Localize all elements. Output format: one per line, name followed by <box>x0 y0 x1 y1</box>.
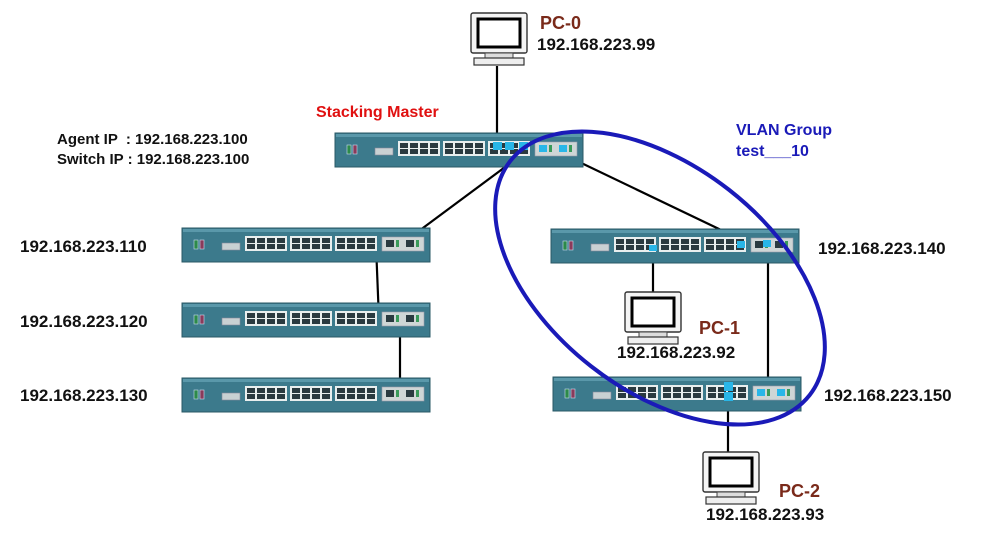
switch-140-ip: 192.168.223.140 <box>818 239 946 258</box>
switch-110[interactable] <box>181 227 431 263</box>
agent-ip-label: Agent IP : 192.168.223.100 <box>57 131 248 148</box>
switch-150[interactable] <box>552 376 802 412</box>
pc-2-ip: 192.168.223.93 <box>706 505 825 524</box>
vlan-group-boundary <box>493 129 827 427</box>
switch-130-ip: 192.168.223.130 <box>20 386 148 405</box>
vlan-group-title: VLAN Group <box>736 122 832 139</box>
stacking-master-title: Stacking Master <box>316 104 439 121</box>
switch-140[interactable] <box>550 228 800 264</box>
switch-120[interactable] <box>181 302 431 338</box>
pc-1-icon[interactable] <box>623 290 683 346</box>
vlan-group-name: test___10 <box>736 143 809 160</box>
pc-2-name: PC-2 <box>779 481 821 501</box>
pc-0-name: PC-0 <box>540 13 582 33</box>
switch-110-ip: 192.168.223.110 <box>20 237 147 256</box>
pc-0-ip: 192.168.223.99 <box>537 35 656 54</box>
pc-1-ip: 192.168.223.92 <box>617 343 736 362</box>
pc-0-icon[interactable] <box>469 11 529 67</box>
switch-ip-label: Switch IP : 192.168.223.100 <box>57 151 250 168</box>
switch-120-ip: 192.168.223.120 <box>20 312 148 331</box>
switch-130[interactable] <box>181 377 431 413</box>
switch-150-ip: 192.168.223.150 <box>824 386 952 405</box>
pc-2-icon[interactable] <box>701 450 761 506</box>
pc-1-name: PC-1 <box>699 318 741 338</box>
